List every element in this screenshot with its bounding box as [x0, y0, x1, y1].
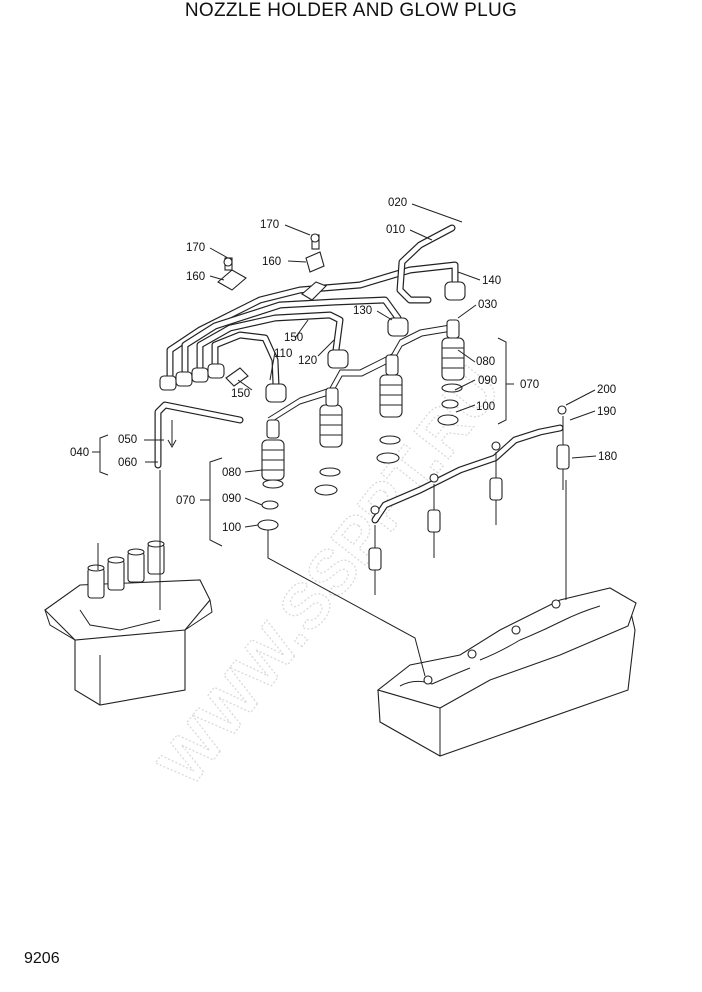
- callout-labels: 020 010 170 170 160 160 140 030 130 150 …: [70, 197, 617, 534]
- cylinder-head: [376, 587, 637, 757]
- callout-110: 110: [274, 348, 292, 360]
- callout-090: 090: [478, 375, 497, 387]
- nozzle-holders: [257, 281, 466, 531]
- callout-120: 120: [298, 355, 317, 367]
- callout-190: 190: [597, 406, 616, 418]
- callout-040: 040: [70, 447, 89, 459]
- diagram-title: NOZZLE HOLDER AND GLOW PLUG: [184, 0, 518, 21]
- callout-070: 070: [176, 495, 195, 507]
- callout-090: 090: [222, 493, 241, 505]
- glow-plugs: [368, 405, 570, 595]
- callout-160: 160: [262, 256, 281, 268]
- callout-180: 180: [598, 451, 617, 463]
- callout-080: 080: [476, 356, 495, 368]
- callout-060: 060: [118, 457, 137, 469]
- callout-140: 140: [482, 275, 501, 287]
- callout-100: 100: [476, 401, 495, 413]
- leader-lines: [92, 203, 597, 547]
- pump-outlet-nuts: [159, 363, 225, 391]
- callout-010: 010: [386, 224, 405, 236]
- callout-170: 170: [260, 219, 279, 231]
- injection-pump: [44, 470, 213, 706]
- callout-020: 020: [388, 197, 407, 209]
- callout-160: 160: [186, 271, 205, 283]
- callout-100: 100: [222, 522, 241, 534]
- callout-150: 150: [231, 388, 250, 400]
- callout-030: 030: [478, 299, 497, 311]
- callout-050: 050: [118, 434, 137, 446]
- callout-080: 080: [222, 467, 241, 479]
- callout-170: 170: [186, 242, 205, 254]
- injection-pipes: [154, 224, 459, 469]
- page-number: 9206: [24, 950, 60, 967]
- callout-130: 130: [353, 305, 372, 317]
- callout-070: 070: [520, 379, 539, 391]
- callout-200: 200: [597, 384, 616, 396]
- pipe-clamps: [217, 233, 327, 387]
- callout-150: 150: [284, 332, 303, 344]
